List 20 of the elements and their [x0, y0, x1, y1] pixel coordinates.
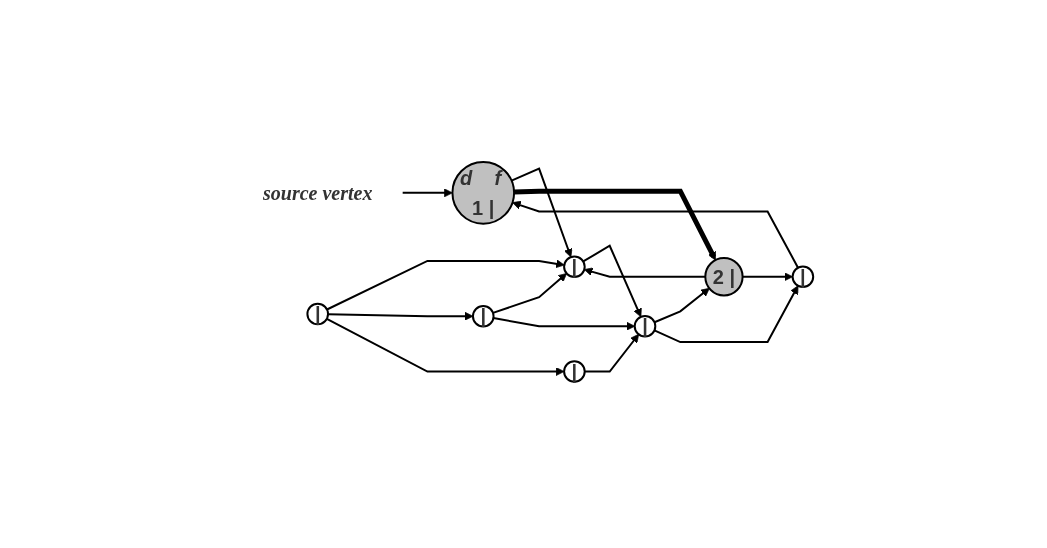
node-circle: | — [563, 359, 587, 383]
node-circle: 2 | — [704, 256, 744, 297]
arrow — [653, 285, 799, 343]
arrow — [514, 188, 717, 261]
node-circle: | — [306, 302, 330, 325]
node-circle: | — [563, 255, 587, 278]
arrow — [327, 311, 474, 321]
arrow — [492, 272, 568, 314]
node-text: source vertex — [263, 181, 373, 204]
arrow — [742, 272, 794, 281]
node-circle: | — [634, 314, 657, 338]
arrow — [510, 167, 573, 258]
node-circle: | — [472, 304, 495, 328]
node-circle: d f 1 | — [451, 160, 516, 225]
node-circle: | — [792, 265, 815, 288]
arrow — [326, 259, 565, 311]
arrow — [582, 244, 643, 317]
arrow — [512, 200, 800, 269]
arrow — [326, 317, 565, 376]
arrow — [653, 287, 711, 323]
